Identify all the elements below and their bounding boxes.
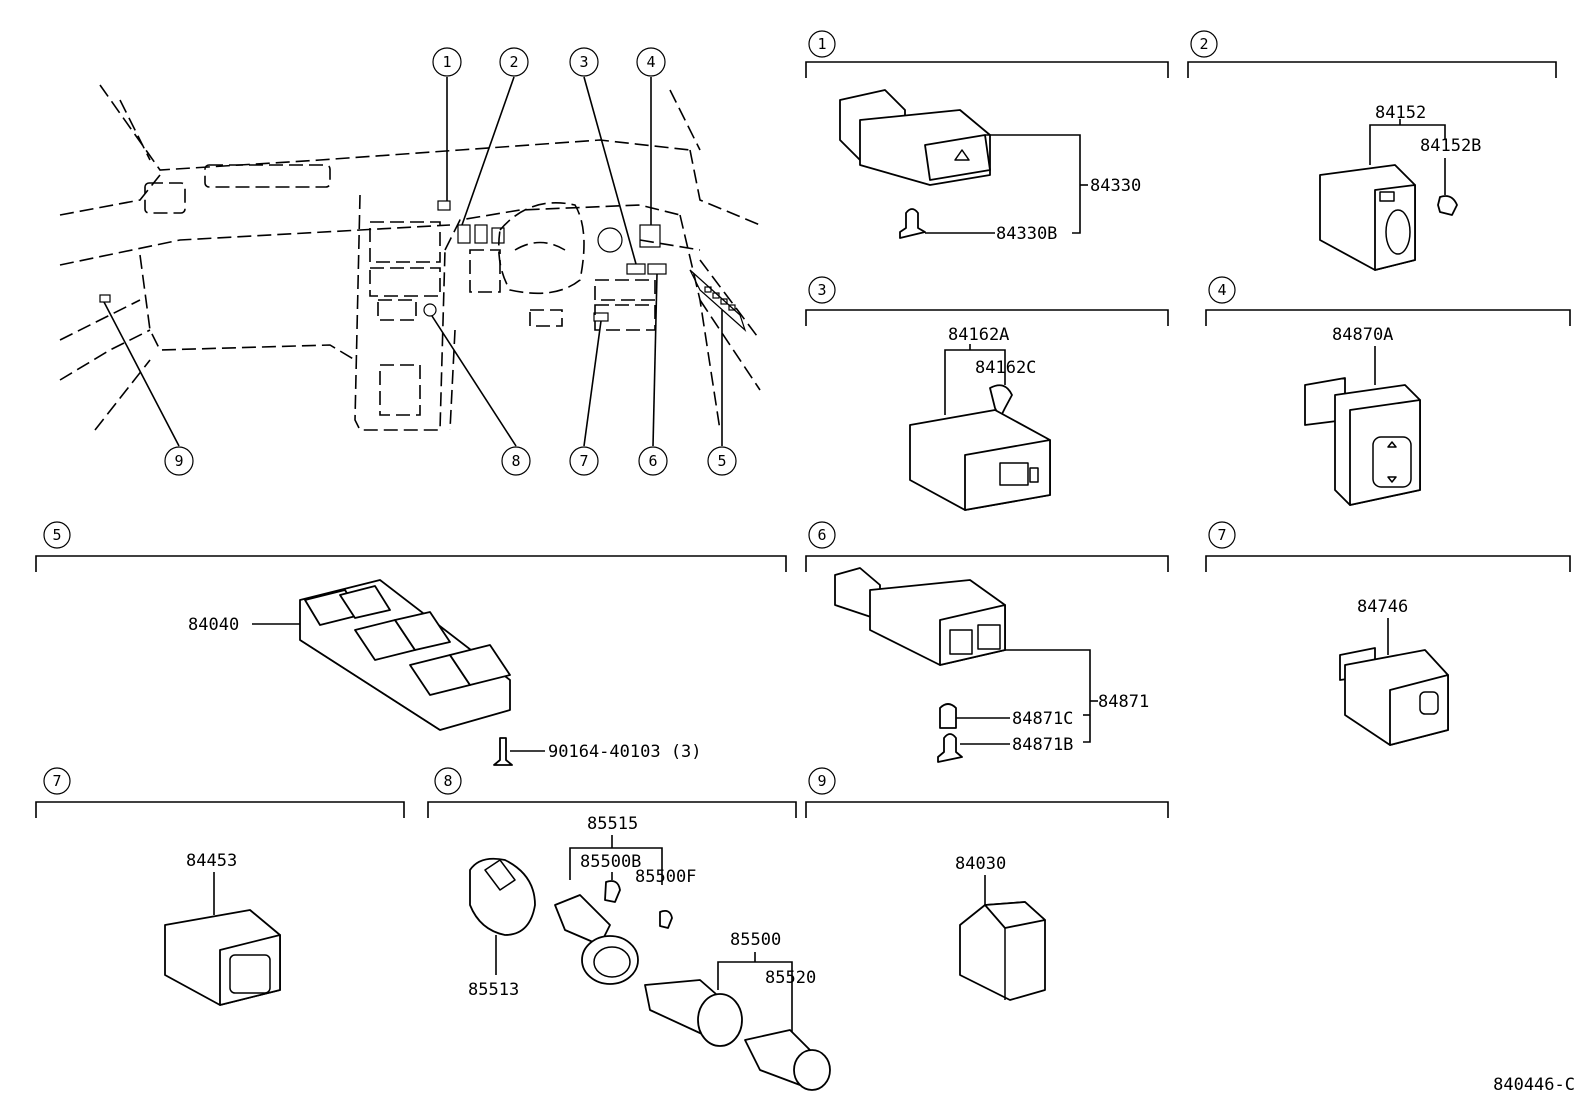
part-84871c: 84871C — [1012, 709, 1073, 729]
callout-3: 3 — [569, 47, 599, 77]
part-84162a: 84162A — [948, 325, 1009, 345]
svg-text:9: 9 — [817, 772, 826, 790]
socket-holder-drawing — [554, 894, 639, 985]
switch-84030-drawing — [959, 901, 1046, 1001]
part-85520: 85520 — [765, 968, 816, 988]
svg-text:2: 2 — [1199, 35, 1208, 53]
svg-text:6: 6 — [648, 452, 657, 470]
section-2-dimmer-switch: 2 84152 84152B — [1187, 30, 1557, 271]
section-9-switch-84030: 9 84030 — [805, 767, 1169, 1001]
svg-text:9: 9 — [174, 452, 183, 470]
svg-text:1: 1 — [442, 53, 451, 71]
bulb-84871b-drawing — [937, 733, 963, 763]
callout-8: 8 — [501, 446, 531, 476]
section-3-defogger-switch: 3 84162A 84162C — [805, 276, 1169, 511]
part-90164-40103: 90164-40103 (3) — [548, 742, 702, 762]
part-84152: 84152 — [1375, 103, 1426, 123]
svg-text:4: 4 — [1217, 281, 1226, 299]
callout-7: 7 — [569, 446, 599, 476]
svg-text:8: 8 — [511, 452, 520, 470]
window-switch-drawing — [299, 579, 511, 731]
bulb-84330b-drawing — [899, 208, 926, 239]
ring-85513-drawing — [469, 857, 536, 936]
part-84746: 84746 — [1357, 597, 1408, 617]
diagram-code: 840446-C — [1493, 1075, 1575, 1095]
callout-6: 6 — [638, 446, 668, 476]
callout-1: 1 — [432, 47, 462, 77]
section-8-cigarette-lighter: 8 85515 85500B 85500F 85513 85500 85520 — [427, 767, 831, 1091]
part-85500f: 85500F — [635, 867, 696, 887]
svg-text:3: 3 — [579, 53, 588, 71]
svg-text:2: 2 — [509, 53, 518, 71]
part-84330b: 84330B — [996, 224, 1057, 244]
lighter-knob-drawing — [744, 1029, 831, 1091]
part-85515: 85515 — [587, 814, 638, 834]
mirror-switch-drawing — [1304, 377, 1421, 506]
part-84453: 84453 — [186, 851, 237, 871]
part-84162c: 84162C — [975, 358, 1036, 378]
svg-text:7: 7 — [579, 452, 588, 470]
screw-90164-drawing — [493, 737, 513, 766]
part-85500: 85500 — [730, 930, 781, 950]
section-1-hazard-switch: 1 84330 84330B — [805, 30, 1169, 244]
svg-text:7: 7 — [1217, 526, 1226, 544]
part-84870a: 84870A — [1332, 325, 1393, 345]
callout-9: 9 — [164, 446, 194, 476]
part-84040: 84040 — [188, 615, 239, 635]
svg-text:3: 3 — [817, 281, 826, 299]
section-7-seat-heater-switch: 7 84746 — [1205, 521, 1571, 746]
section-5-power-window-master: 5 84040 90164-40103 (3) — [35, 521, 787, 766]
switch-84453-drawing — [164, 909, 281, 1006]
part-84330: 84330 — [1090, 176, 1141, 196]
part-84152b: 84152B — [1420, 136, 1481, 156]
dashboard-overview: 1 2 3 4 9 8 7 6 — [59, 47, 761, 476]
cap-85500f-drawing — [659, 909, 673, 929]
callout-5: 5 — [707, 446, 737, 476]
part-84871b: 84871B — [1012, 735, 1073, 755]
bulb-85500b-drawing — [604, 880, 621, 903]
svg-text:7: 7 — [52, 772, 61, 790]
svg-text:1: 1 — [817, 35, 826, 53]
dimmer-switch-drawing — [1319, 164, 1416, 271]
defogger-switch-drawing — [909, 409, 1051, 511]
section-4-mirror-switch: 4 84870A — [1205, 276, 1571, 506]
svg-text:5: 5 — [717, 452, 726, 470]
callout-2: 2 — [499, 47, 529, 77]
svg-text:6: 6 — [817, 526, 826, 544]
heater-switch-drawing — [834, 567, 1006, 666]
callout-4: 4 — [636, 47, 666, 77]
part-84030: 84030 — [955, 854, 1006, 874]
svg-text:5: 5 — [52, 526, 61, 544]
hazard-switch-drawing — [839, 89, 991, 186]
seat-heater-switch-drawing — [1339, 647, 1449, 746]
section-7-switch-84453: 7 84453 — [35, 767, 405, 1006]
section-6-heater-switch: 6 84871 84871C 84871B — [805, 521, 1169, 763]
part-85500b: 85500B — [580, 852, 641, 872]
svg-text:8: 8 — [443, 772, 452, 790]
cap-84871c-drawing — [939, 703, 957, 729]
lighter-socket-drawing — [644, 979, 743, 1047]
part-84871: 84871 — [1098, 692, 1149, 712]
svg-text:4: 4 — [646, 53, 655, 71]
part-85513: 85513 — [468, 980, 519, 1000]
bulb-84152b-drawing — [1437, 195, 1458, 216]
